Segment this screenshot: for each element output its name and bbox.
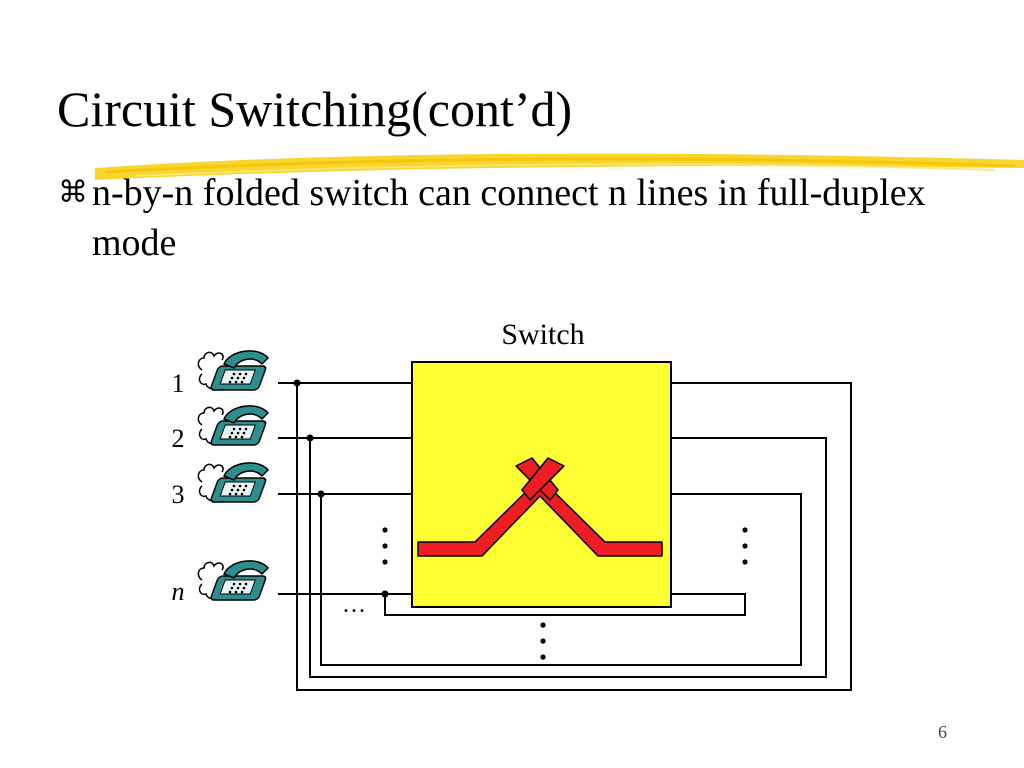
crossing-connection (417, 457, 663, 557)
vertical-ellipsis-right (742, 527, 748, 565)
line-label-3: 3 (172, 480, 185, 509)
vertical-ellipsis-left (382, 527, 388, 565)
slide-title: Circuit Switching(cont’d) (57, 81, 573, 137)
telephone-icon-1 (197, 350, 269, 391)
horizontal-ellipsis: … (342, 592, 366, 618)
junction-dots (293, 379, 389, 598)
telephone-icon-3 (197, 462, 269, 503)
line-label-n: n (172, 577, 185, 606)
line-label-2: 2 (172, 424, 185, 453)
bullet-text: n-by-n folded switch can connect n lines… (92, 172, 926, 264)
command-key-bullet-icon: ⌘ (58, 175, 88, 210)
wiring (278, 382, 852, 691)
switch-label: Switch (501, 318, 584, 351)
telephone-icon-n (197, 560, 269, 601)
line-label-1: 1 (172, 369, 185, 398)
telephone-icon-2 (197, 405, 269, 446)
vertical-ellipsis-bottom (540, 622, 546, 660)
title-underline-brushstroke (95, 153, 1024, 180)
page-number: 6 (938, 722, 947, 742)
